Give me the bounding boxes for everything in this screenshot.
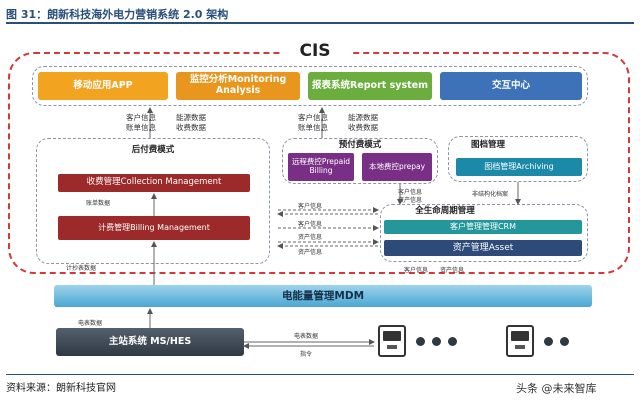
prepaid-title: 预付费模式 [338,140,382,151]
lifecycle-note: 资产信息 [398,197,423,204]
arrow-label: 资产信息 [298,249,323,256]
flow-label: 客户信息 [126,113,156,122]
flow-label: 客户信息 [298,113,328,122]
meter-icon [506,325,534,357]
watermark: 头条 @未来智库 [516,382,597,395]
mdm-bar: 电能量管理MDM [54,285,592,307]
source-note: 资料来源：朗新科技官网 [6,383,116,394]
flow-label: 能源数据 [348,113,378,122]
billing-management: 计费管理Billing Management [58,216,250,240]
flow-label: 能源数据 [176,113,206,122]
host-right-note: 电表数据 [294,333,319,340]
bill-data-label: 账单数据 [86,200,111,207]
crm-box: 客户管理管理CRM [384,220,582,234]
postpaid-group [36,138,270,264]
archive-note: 非结构化档案 [472,191,509,198]
archiving-box: 图档管理Archiving [456,158,582,176]
top-module-row [32,66,588,106]
archive-title: 图档管理 [470,140,505,151]
lifecycle-note: 客户信息 [404,267,429,274]
flow-label: 收费数据 [176,123,206,132]
prepaid-group [282,138,438,184]
report-module: 报表系统Report system [308,72,432,100]
flow-label: 收费数据 [348,123,378,132]
host-note: 电表数据 [78,320,103,327]
postpaid-title: 后付费模式 [131,145,175,156]
interaction-center-module: 交互中心 [440,72,582,100]
flow-label: 账单信息 [126,123,156,132]
mobile-app-module: 移动应用APP [38,72,168,100]
arrow-label: 资产信息 [298,234,323,241]
source-rule [6,374,634,375]
remote-prepaid-billing: 远程费控Prepaid Billing [288,153,354,181]
lifecycle-note: 客户信息 [398,189,423,196]
arrow-label: 客户信息 [298,221,323,228]
ellipsis-dot [416,337,425,346]
lifecycle-group [380,204,588,262]
collection-management: 收费管理Collection Management [58,174,250,192]
ellipsis-dot [544,337,553,346]
meter-icon [378,325,406,357]
ellipsis-dot [432,337,441,346]
local-prepay: 本地费控prepay [362,153,432,181]
ellipsis-dot [448,337,457,346]
host-system: 主站系统 MS/HES [56,328,244,356]
flow-label: 账单信息 [298,123,328,132]
ellipsis-dot [560,337,569,346]
title-rule [6,22,634,24]
asset-box: 资产管理Asset [384,240,582,256]
cis-label: CIS [280,41,350,62]
archive-group [448,136,588,182]
lifecycle-title: 全生命周期管理 [415,206,475,217]
arrow-label: 客户信息 [298,203,323,210]
host-right-note: 指令 [300,351,313,358]
lifecycle-note: 资产信息 [440,267,465,274]
figure-title: 图 31：朗新科技海外电力营销系统 2.0 架构 [6,8,229,21]
monitoring-module: 监控分析Monitoring Analysis [176,72,300,100]
meter-data-note: 计抄表数据 [66,265,97,272]
